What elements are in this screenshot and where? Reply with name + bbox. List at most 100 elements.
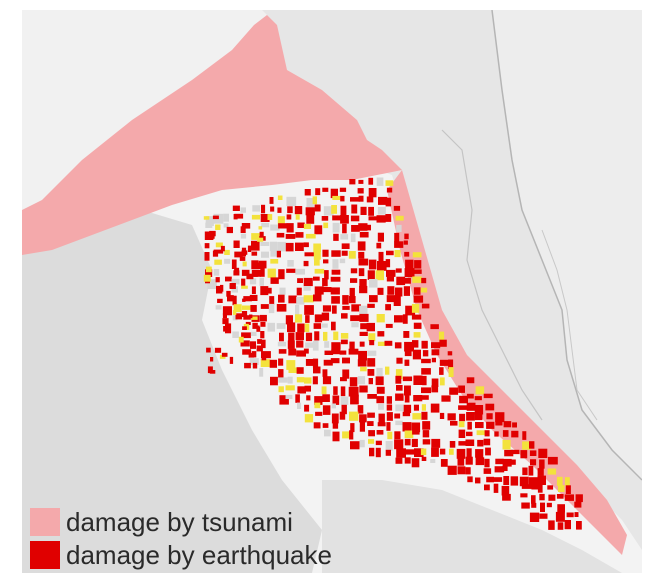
building-block: [260, 304, 271, 309]
building-block: [486, 476, 494, 483]
building-block: [368, 439, 375, 444]
building-block: [226, 290, 231, 297]
building-block: [268, 303, 275, 314]
building-block: [250, 331, 257, 336]
building-block: [466, 412, 475, 421]
building-block: [340, 377, 347, 382]
building-block: [447, 351, 453, 356]
building-block: [204, 243, 210, 249]
building-block: [495, 458, 504, 465]
building-block: [303, 260, 309, 267]
building-block: [547, 468, 557, 475]
building-block: [351, 304, 361, 312]
building-block: [457, 457, 465, 466]
building-block: [222, 306, 232, 316]
building-block: [294, 206, 303, 215]
building-block: [531, 484, 541, 490]
building-block: [296, 340, 304, 348]
building-block: [376, 396, 385, 404]
building-block: [306, 198, 314, 208]
building-block: [566, 512, 574, 518]
building-block: [385, 449, 391, 456]
building-block: [303, 277, 313, 287]
building-block: [386, 187, 393, 193]
legend-label-earthquake: damage by earthquake: [66, 539, 332, 570]
building-block: [332, 421, 339, 429]
building-block: [458, 421, 465, 428]
building-block: [458, 385, 465, 393]
building-block: [359, 385, 368, 393]
building-block: [413, 332, 421, 338]
building-block: [412, 340, 419, 348]
building-block: [368, 279, 378, 288]
building-block: [359, 421, 365, 432]
building-block: [367, 303, 375, 308]
building-block: [260, 331, 265, 339]
building-block: [240, 207, 246, 213]
building-block: [340, 386, 346, 397]
building-block: [484, 484, 490, 491]
building-block: [421, 368, 431, 375]
building-block: [340, 339, 348, 345]
building-block: [377, 341, 387, 346]
building-block: [359, 331, 368, 336]
building-block: [402, 422, 412, 432]
building-block: [495, 421, 503, 426]
building-block: [205, 269, 213, 277]
building-block: [251, 233, 261, 240]
building-block: [209, 370, 216, 374]
building-block: [467, 476, 473, 483]
building-block: [252, 322, 258, 329]
building-block: [340, 234, 349, 240]
building-block: [285, 385, 295, 391]
building-block: [359, 414, 367, 423]
building-block: [404, 359, 410, 366]
building-block: [288, 348, 297, 356]
building-block: [242, 326, 247, 330]
building-block: [288, 367, 298, 373]
building-block: [232, 205, 240, 211]
building-block: [295, 314, 303, 323]
building-block: [348, 348, 359, 355]
building-block: [322, 394, 330, 402]
building-block: [376, 367, 383, 377]
building-block: [522, 467, 528, 476]
building-block: [314, 225, 323, 235]
hill-area-south: [322, 480, 622, 573]
building-block: [238, 336, 244, 343]
building-block: [465, 439, 475, 446]
building-block: [413, 295, 424, 303]
building-block: [234, 213, 244, 219]
building-block: [279, 287, 286, 295]
building-block: [304, 385, 311, 392]
building-block: [297, 278, 303, 283]
building-block: [323, 287, 332, 293]
building-block: [411, 458, 420, 468]
building-block: [242, 349, 252, 355]
building-block: [394, 342, 402, 349]
building-block: [510, 476, 519, 486]
building-block: [314, 258, 320, 266]
damage-map[interactable]: [22, 10, 642, 573]
building-block: [564, 477, 570, 486]
building-block: [278, 349, 287, 354]
building-block: [502, 439, 511, 450]
building-block: [257, 237, 264, 242]
building-block: [367, 394, 377, 399]
building-block: [304, 189, 311, 196]
building-block: [474, 412, 483, 421]
building-block: [278, 358, 284, 366]
building-block: [350, 233, 356, 243]
building-block: [351, 204, 358, 214]
building-block: [250, 305, 257, 312]
building-block: [357, 188, 364, 194]
building-block: [323, 206, 334, 216]
building-block: [226, 226, 233, 234]
building-block: [349, 341, 355, 350]
building-block: [251, 214, 260, 220]
building-block: [404, 457, 411, 464]
building-block: [414, 260, 422, 269]
building-block: [378, 413, 385, 423]
building-block: [342, 357, 350, 364]
building-block: [447, 413, 456, 421]
